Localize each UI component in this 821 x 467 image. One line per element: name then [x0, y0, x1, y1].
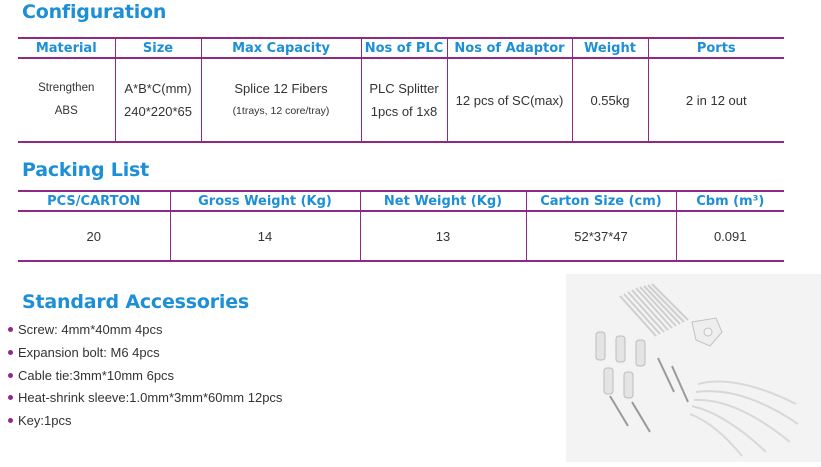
cell-nos-of-plc: PLC Splitter 1pcs of 1x8	[360, 58, 447, 143]
key-part	[691, 317, 723, 347]
header-cbm: Cbm (m³)	[675, 190, 784, 212]
accessory-label: Screw: 4mm*40mm 4pcs	[18, 322, 163, 337]
header-ports: Ports	[647, 37, 784, 59]
cell-ports: 2 in 12 out	[647, 58, 784, 143]
bullet-icon	[8, 418, 13, 424]
configuration-table: Material Size Max Capacity Nos of PLC No…	[18, 37, 784, 143]
accessory-label: Expansion bolt: M6 4pcs	[18, 344, 160, 360]
cell-size: A*B*C(mm) 240*220*65	[114, 58, 201, 143]
material-line-2: ABS	[54, 105, 78, 117]
accessories-photo	[566, 274, 821, 462]
accessory-item: Key:1pcs	[8, 410, 282, 433]
header-gross-weight: Gross Weight (Kg)	[169, 190, 360, 212]
bullet-icon	[8, 395, 13, 401]
accessories-illustration	[595, 283, 799, 457]
capacity-line-2: (1trays, 12 core/tray)	[232, 105, 330, 117]
cell-max-capacity: Splice 12 Fibers (1trays, 12 core/tray)	[200, 58, 361, 143]
header-weight: Weight	[571, 37, 648, 59]
header-net-weight: Net Weight (Kg)	[359, 190, 526, 212]
header-material: Material	[18, 37, 115, 59]
accessory-item: Heat-shrink sleeve:1.0mm*3mm*60mm 12pcs	[8, 387, 282, 410]
expansion-bolts	[595, 331, 646, 399]
packing-header-row: PCS/CARTON Gross Weight (Kg) Net Weight …	[18, 190, 784, 212]
packing-table: PCS/CARTON Gross Weight (Kg) Net Weight …	[18, 190, 784, 262]
header-max-capacity: Max Capacity	[200, 37, 361, 59]
packing-list-title: Packing List	[22, 159, 150, 181]
cell-cbm: 0.091	[675, 211, 784, 262]
cell-material: Strengthen ABS	[18, 58, 115, 143]
screws	[609, 357, 689, 433]
size-line-1: A*B*C(mm)	[124, 81, 192, 96]
accessory-item: Expansion bolt: M6 4pcs	[8, 342, 282, 365]
cell-net-weight: 13	[359, 211, 526, 262]
size-line-2: 240*220*65	[124, 104, 192, 119]
configuration-header-row: Material Size Max Capacity Nos of PLC No…	[18, 37, 784, 59]
cable-ties	[689, 380, 799, 457]
cell-weight: 0.55kg	[571, 58, 648, 143]
heat-shrink-sleeves	[619, 283, 689, 337]
accessory-label: Cable tie:3mm*10mm 6pcs	[18, 367, 175, 383]
header-nos-of-adaptor: Nos of Adaptor	[446, 37, 572, 59]
packing-row: 20 14 13 52*37*47 0.091	[18, 211, 784, 262]
cell-carton-size: 52*37*47	[525, 211, 676, 262]
header-nos-of-plc: Nos of PLC	[360, 37, 447, 59]
bullet-icon	[8, 327, 13, 333]
configuration-row: Strengthen ABS A*B*C(mm) 240*220*65 Spli…	[18, 58, 784, 143]
accessory-label: Heat-shrink sleeve:1.0mm*3mm*60mm 12pcs	[18, 390, 283, 406]
accessory-label: Key:1pcs	[18, 413, 72, 429]
capacity-line-1: Splice 12 Fibers	[234, 81, 328, 96]
cell-nos-of-adaptor: 12 pcs of SC(max)	[446, 58, 572, 143]
plc-line-1: PLC Splitter	[369, 81, 439, 96]
bullet-icon	[8, 349, 13, 355]
plc-line-2: 1pcs of 1x8	[370, 104, 438, 119]
material-line-1: Strengthen	[38, 82, 95, 94]
accessories-list: Screw: 4mm*40mm 4pcs Expansion bolt: M6 …	[8, 319, 282, 433]
header-size: Size	[114, 37, 201, 59]
cell-gross-weight: 14	[169, 211, 360, 262]
bullet-icon	[8, 372, 13, 378]
cell-pcs-carton: 20	[18, 211, 170, 262]
configuration-title: Configuration	[22, 1, 167, 23]
accessory-item: Cable tie:3mm*10mm 6pcs	[8, 365, 282, 388]
accessory-item: Screw: 4mm*40mm 4pcs	[8, 319, 282, 342]
header-carton-size: Carton Size (cm)	[525, 190, 676, 212]
header-pcs-carton: PCS/CARTON	[18, 190, 170, 212]
standard-accessories-title: Standard Accessories	[22, 291, 249, 313]
